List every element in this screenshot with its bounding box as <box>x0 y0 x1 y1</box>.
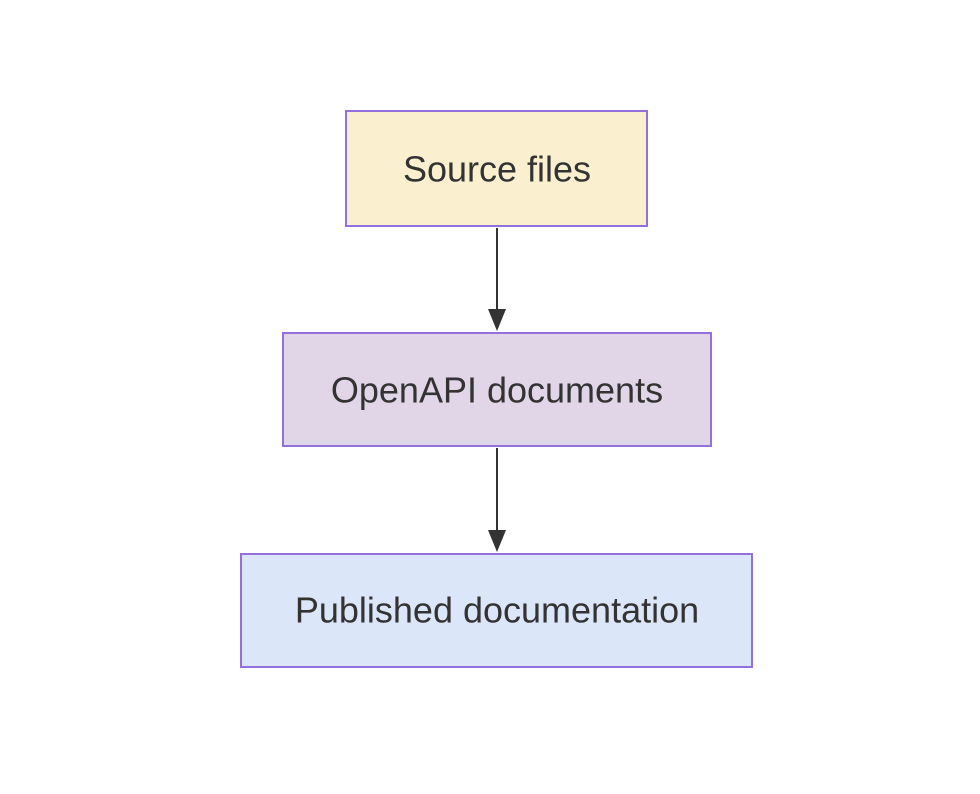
node-label: Source files <box>403 149 591 190</box>
node-label: OpenAPI documents <box>331 370 663 411</box>
node-source-files: Source files <box>345 110 648 227</box>
node-published-documentation: Published documentation <box>240 553 753 668</box>
edge-openapi-to-published <box>488 448 506 552</box>
node-label: Published documentation <box>295 590 699 631</box>
node-openapi-documents: OpenAPI documents <box>282 332 712 447</box>
node-box <box>240 553 753 668</box>
arrowhead-down-icon <box>488 530 506 552</box>
arrowhead-down-icon <box>488 309 506 331</box>
edge-source-to-openapi <box>488 228 506 331</box>
node-box <box>282 332 712 447</box>
node-box <box>345 110 648 227</box>
